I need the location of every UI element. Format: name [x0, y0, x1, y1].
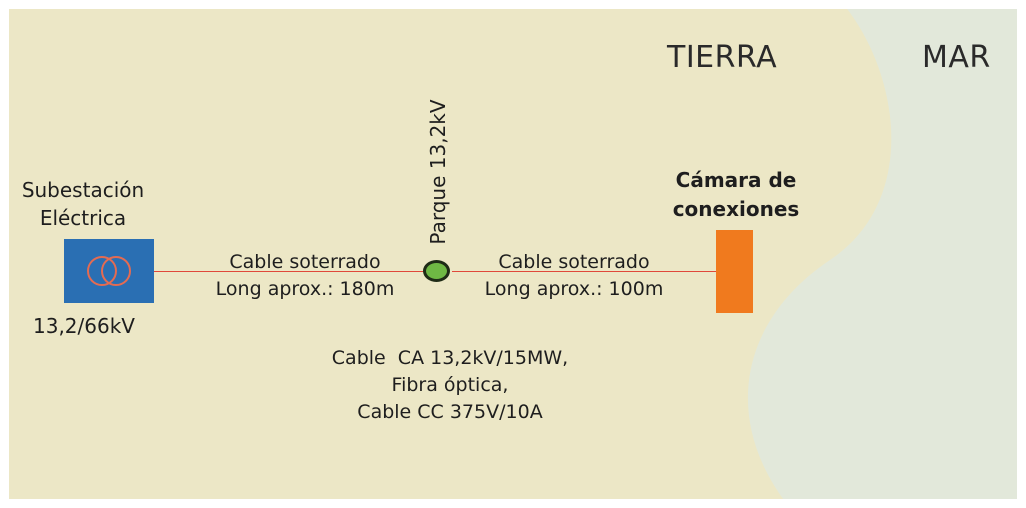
cable-right-label: Cable soterrado Long aprox.: 100m — [484, 251, 664, 300]
connection-chamber-box — [716, 230, 753, 313]
transformer-icon — [87, 256, 131, 286]
substation-box — [64, 239, 154, 303]
land-label: TIERRA — [667, 40, 778, 75]
substation-voltage: 13,2/66kV — [33, 314, 135, 338]
chamber-title: Cámara de conexiones — [672, 168, 800, 221]
sea-label: MAR — [922, 40, 991, 75]
sea-area — [747, 0, 1026, 508]
cable-left-label: Cable soterrado Long aprox.: 180m — [215, 251, 395, 300]
cable-line-left — [154, 271, 425, 272]
cable-line-right — [452, 271, 716, 272]
cable-specs: Cable CA 13,2kV/15MW, Fibra óptica, Cabl… — [331, 347, 569, 423]
park-label: Parque 13,2kV — [426, 99, 450, 245]
park-node — [423, 260, 450, 282]
substation-title: Subestación Eléctrica — [21, 178, 145, 230]
